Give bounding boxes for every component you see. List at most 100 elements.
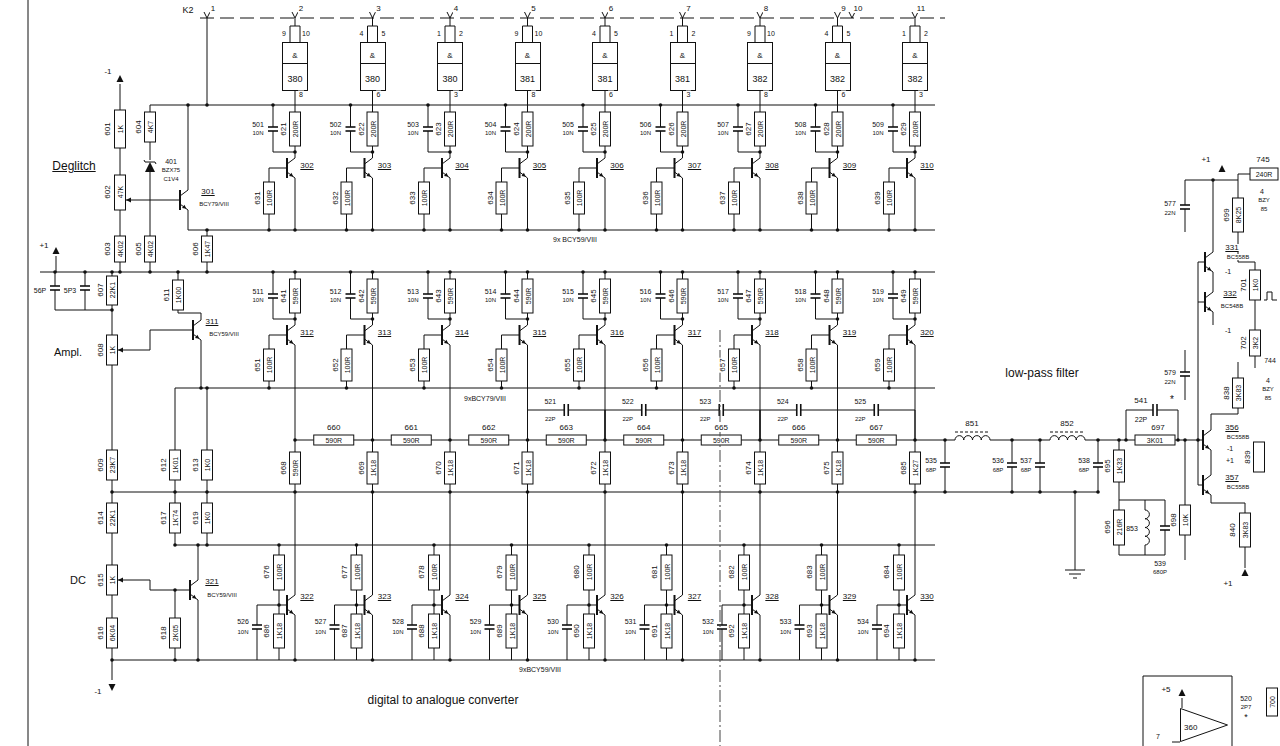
component-value: 1K	[109, 575, 116, 586]
capacitor-symbol	[1180, 204, 1190, 206]
schematic-label: 10N	[469, 629, 482, 635]
schematic-label: 68P	[992, 467, 1005, 473]
schematic-label: 528	[391, 618, 405, 625]
wire	[424, 168, 442, 169]
gate-input	[605, 18, 606, 26]
wire	[893, 272, 894, 294]
wire	[734, 168, 752, 169]
junction-dot	[173, 588, 177, 592]
transistor-symbol	[442, 609, 450, 615]
transistor-symbol	[180, 204, 188, 210]
junction-dot	[355, 603, 359, 607]
wire	[889, 168, 890, 182]
capacitor-symbol	[252, 624, 262, 626]
gate-input	[445, 26, 446, 42]
schematic-label: 4	[1259, 188, 1265, 195]
wire	[431, 440, 450, 441]
capacitor-symbol	[796, 404, 798, 416]
junction-dot	[897, 603, 901, 607]
gate-input	[527, 18, 528, 26]
component-value: 200R	[369, 120, 376, 139]
capacitor-symbol	[578, 293, 588, 295]
wire	[760, 615, 761, 660]
wire	[207, 18, 208, 105]
wire	[589, 590, 597, 605]
wire	[738, 272, 739, 294]
transistor-label: 306	[609, 162, 624, 170]
component-value: 1K47	[204, 240, 211, 258]
schematic-label: 534	[856, 618, 870, 625]
transistor-symbol	[442, 158, 450, 164]
component-value: 681	[651, 564, 659, 579]
junction-dot	[836, 228, 840, 232]
wire	[660, 272, 661, 294]
schematic-label: 68P	[925, 467, 938, 473]
connector-bus	[200, 18, 945, 19]
transistor-symbol	[442, 325, 450, 331]
junction-dot	[371, 270, 375, 274]
resistor-symbol	[832, 279, 843, 313]
capacitor-symbol	[563, 404, 565, 416]
component-value: 669	[358, 460, 366, 475]
schematic-label: 667	[869, 424, 884, 432]
wire	[683, 440, 702, 441]
capacitor-symbol	[795, 624, 805, 626]
resistor-symbol	[677, 279, 688, 313]
capacitor-symbol	[80, 285, 90, 287]
junction-dot	[504, 270, 508, 274]
schematic-label: 516	[639, 288, 653, 295]
transistor-symbol	[830, 595, 838, 601]
component-value: 1K18	[896, 622, 903, 640]
wire	[372, 146, 373, 158]
component-value: 634	[487, 190, 495, 205]
resistor-symbol	[496, 182, 507, 214]
junction-dot	[422, 228, 426, 232]
transistor-symbol	[830, 609, 838, 615]
resistor-symbol	[546, 435, 586, 445]
wire	[55, 272, 56, 286]
schematic-label: 10N	[639, 130, 652, 136]
resistor-symbol	[574, 182, 585, 214]
supply-arrow	[1242, 569, 1249, 576]
transistor-symbol	[752, 172, 760, 178]
schematic-label: 1	[436, 30, 442, 37]
resistor-symbol	[894, 555, 905, 590]
wire	[120, 84, 121, 110]
resistor-symbol	[170, 450, 181, 480]
component-value: 618	[160, 625, 168, 640]
resistor-symbol	[367, 112, 378, 146]
component-value: 696	[1104, 519, 1112, 534]
schematic-label: 1	[210, 5, 216, 13]
schematic-label: 10N	[391, 629, 404, 635]
gate-input	[295, 18, 296, 26]
schematic-label: 1	[669, 30, 675, 37]
junction-dot	[83, 270, 87, 274]
wire	[356, 648, 357, 660]
inductor-symbol	[1145, 510, 1149, 545]
junction-dot	[349, 270, 353, 274]
junction-dot	[665, 543, 669, 547]
wire	[1213, 312, 1214, 325]
component-value: 613	[192, 457, 200, 472]
resistor-symbol	[1233, 198, 1244, 232]
component-value: 1K18	[586, 622, 593, 640]
wire	[269, 168, 287, 169]
resistor-symbol	[341, 349, 352, 381]
wire	[945, 440, 946, 463]
schematic-label: 590R	[324, 437, 343, 444]
wire	[112, 305, 113, 335]
wire	[295, 146, 296, 158]
component-value: 200R	[292, 120, 299, 139]
potentiometer-wiper	[126, 200, 180, 201]
junction-dot	[659, 270, 663, 274]
component-value: 685	[900, 460, 908, 475]
gate-input	[522, 26, 523, 42]
schematic-label: 10N	[406, 130, 419, 136]
component-value: 623	[435, 121, 443, 136]
schematic-label: 10N	[314, 629, 327, 635]
component-value: 1K18	[757, 459, 764, 477]
resistor-symbol	[264, 182, 275, 214]
transistor-label: 325	[532, 593, 547, 601]
junction-dot	[810, 228, 814, 232]
